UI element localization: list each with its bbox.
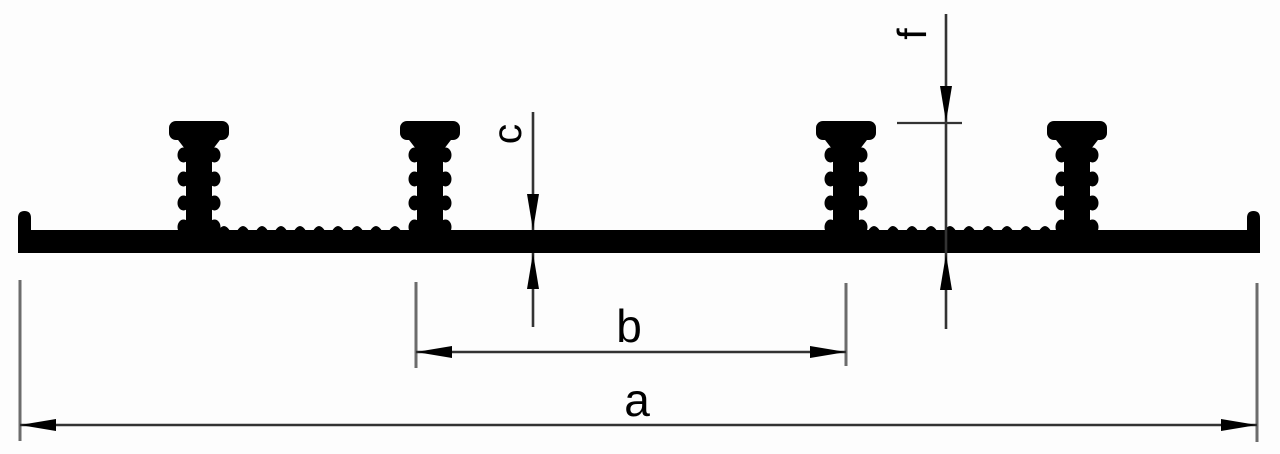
c-arrow-down-icon: [527, 194, 539, 230]
f-label: f: [889, 28, 935, 40]
dimension-f: f: [889, 14, 962, 329]
dimension-c: c: [484, 112, 539, 327]
b-arrow-left-icon: [416, 346, 452, 358]
f-arrow-down-icon: [940, 86, 952, 122]
b-label: b: [616, 300, 642, 352]
profile-base-web: [18, 230, 1260, 253]
b-arrow-right-icon: [810, 346, 846, 358]
profile-serrations-right-span: [868, 226, 1051, 231]
a-label: a: [624, 374, 650, 426]
a-arrow-right-icon: [1221, 419, 1257, 431]
c-label: c: [484, 124, 530, 145]
profile-left-lip: [18, 211, 31, 253]
profile-right-lip: [1247, 211, 1260, 253]
a-arrow-left-icon: [20, 419, 56, 431]
anchor-rib-4: [1047, 121, 1107, 235]
dimension-a: a: [18, 280, 1259, 442]
anchor-rib-1: [169, 121, 229, 235]
profile-shape: [18, 121, 1260, 253]
f-arrow-up-icon: [940, 254, 952, 290]
profile-serrations-left-span: [218, 226, 401, 231]
anchor-rib-3: [816, 121, 876, 235]
c-arrow-up-icon: [527, 253, 539, 289]
anchor-rib-2: [400, 121, 460, 235]
dimension-b: b: [414, 282, 848, 368]
